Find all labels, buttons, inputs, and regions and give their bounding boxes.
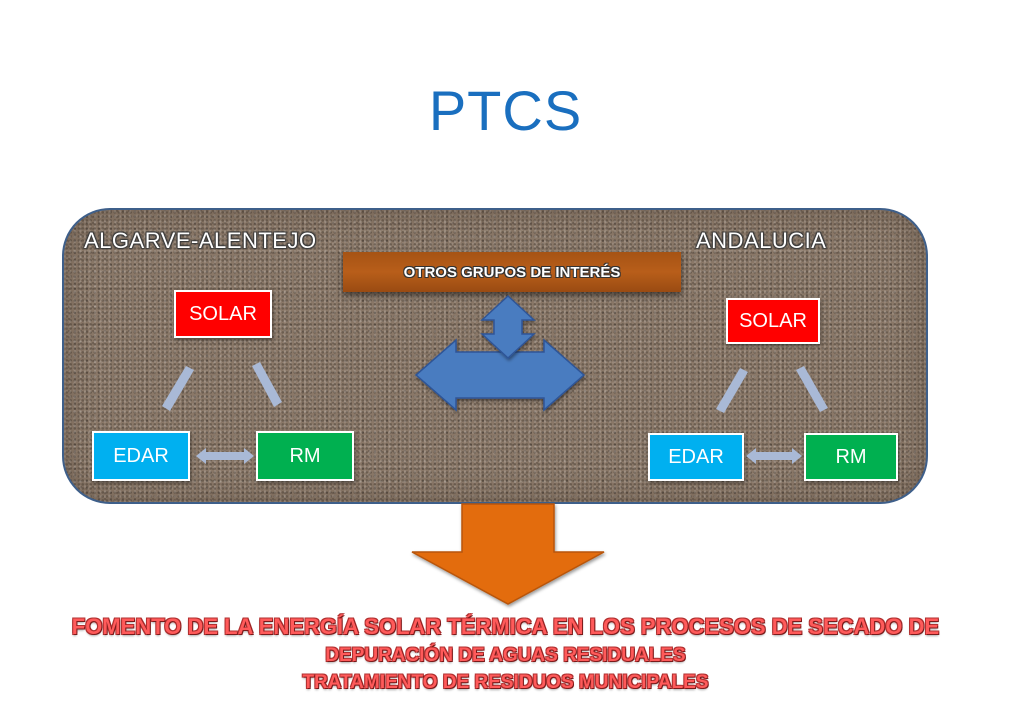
node-rm-right: RM bbox=[804, 433, 898, 481]
otros-grupos-banner: OTROS GRUPOS DE INTERÉS bbox=[343, 252, 681, 292]
up-down-arrow-to-banner bbox=[480, 294, 536, 360]
solar-rm-connector-right bbox=[796, 366, 828, 412]
output-down-arrow bbox=[411, 503, 605, 605]
result-line-1: FOMENTO DE LA ENERGÍA SOLAR TÉRMICA EN L… bbox=[71, 614, 940, 639]
edar-rm-connector-left bbox=[196, 448, 254, 464]
edar-rm-connector-right bbox=[746, 448, 802, 464]
node-edar-right: EDAR bbox=[648, 433, 744, 481]
result-line-2: DEPURACIÓN DE AGUAS RESIDUALES bbox=[325, 645, 686, 666]
node-edar-left: EDAR bbox=[92, 431, 190, 481]
region-label-andalucia: ANDALUCIA bbox=[696, 228, 827, 253]
edar-solar-connector-right bbox=[716, 368, 748, 413]
node-rm-left: RM bbox=[256, 431, 354, 481]
exchange-double-arrow bbox=[414, 338, 586, 412]
edar-solar-connector-left bbox=[162, 366, 194, 411]
node-solar-left: SOLAR bbox=[174, 290, 272, 338]
solar-rm-connector-left bbox=[252, 362, 282, 407]
result-line-3: TRATAMIENTO DE RESIDUOS MUNICIPALES bbox=[302, 672, 709, 693]
page-title: PTCS bbox=[428, 79, 583, 142]
right-triangle-connectors bbox=[716, 366, 828, 464]
left-triangle-connectors bbox=[162, 362, 282, 464]
region-label-algarve-alentejo: ALGARVE-ALENTEJO bbox=[84, 228, 317, 253]
node-solar-right: SOLAR bbox=[726, 298, 820, 344]
